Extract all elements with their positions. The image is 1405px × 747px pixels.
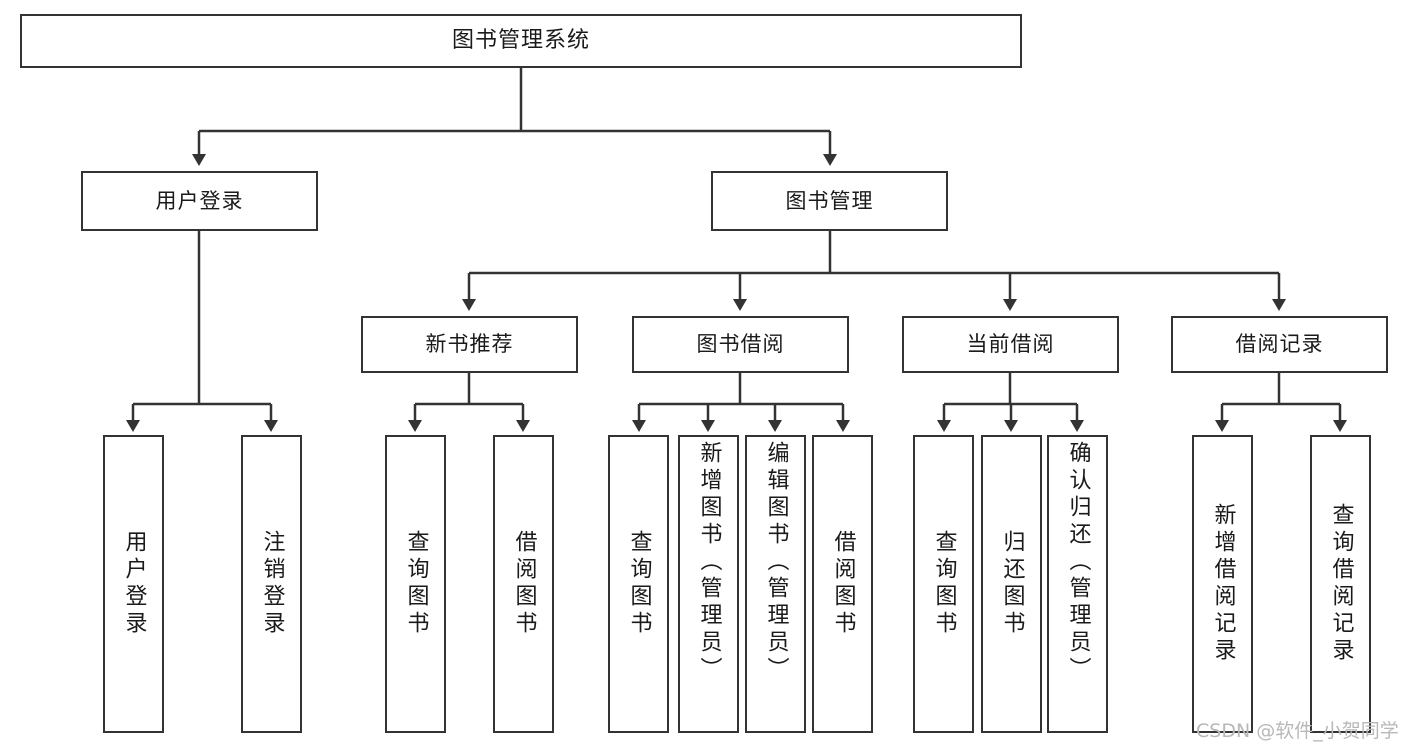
node-current-borrow[interactable]: 当前借阅 [902, 316, 1119, 373]
leaf-borrow-record-query-record[interactable]: 查询借阅记录 [1310, 435, 1371, 733]
leaf-book-borrow-query-book[interactable]: 查询图书 [608, 435, 669, 733]
node-label: 查询图书 [403, 530, 429, 638]
node-new-book-recommend[interactable]: 新书推荐 [361, 316, 578, 373]
node-label: 用户登录 [155, 188, 244, 213]
leaf-current-borrow-query-book[interactable]: 查询图书 [913, 435, 974, 733]
node-label: 编辑图书（管理员） [763, 441, 789, 684]
node-label: 新增借阅记录 [1210, 503, 1236, 665]
node-label: 图书借阅 [696, 332, 785, 357]
node-label: 当前借阅 [966, 332, 1055, 357]
node-label: 图书管理系统 [451, 28, 590, 54]
node-label: 归还图书 [999, 530, 1025, 638]
node-label: 注销登录 [259, 530, 285, 638]
node-root-book-management-system[interactable]: 图书管理系统 [20, 14, 1022, 68]
leaf-book-borrow-add-book-admin[interactable]: 新增图书（管理员） [678, 435, 739, 733]
leaf-user-login-login[interactable]: 用户登录 [103, 435, 164, 733]
node-book-management[interactable]: 图书管理 [711, 171, 948, 231]
node-user-login[interactable]: 用户登录 [81, 171, 318, 231]
node-label: 查询图书 [931, 530, 957, 638]
node-label: 新书推荐 [425, 332, 514, 357]
node-label: 借阅图书 [511, 530, 537, 638]
node-label: 确认归还（管理员） [1065, 441, 1091, 684]
leaf-current-borrow-confirm-return-admin[interactable]: 确认归还（管理员） [1047, 435, 1108, 733]
node-label: 借阅图书 [830, 530, 856, 638]
leaf-new-book-query-book[interactable]: 查询图书 [385, 435, 446, 733]
leaf-user-login-logout[interactable]: 注销登录 [241, 435, 302, 733]
node-book-borrow[interactable]: 图书借阅 [632, 316, 849, 373]
watermark-csdn: CSDN @软件_小贺同学 [1196, 720, 1399, 742]
node-label: 借阅记录 [1235, 332, 1324, 357]
node-label: 新增图书（管理员） [696, 441, 722, 684]
node-label: 用户登录 [121, 530, 147, 638]
leaf-new-book-borrow-book[interactable]: 借阅图书 [493, 435, 554, 733]
leaf-current-borrow-return-book[interactable]: 归还图书 [981, 435, 1042, 733]
leaf-borrow-record-add-record[interactable]: 新增借阅记录 [1192, 435, 1253, 733]
leaf-book-borrow-edit-book-admin[interactable]: 编辑图书（管理员） [745, 435, 806, 733]
node-borrow-record[interactable]: 借阅记录 [1171, 316, 1388, 373]
leaf-book-borrow-borrow-book[interactable]: 借阅图书 [812, 435, 873, 733]
node-label: 查询借阅记录 [1328, 503, 1354, 665]
node-label: 图书管理 [785, 188, 874, 213]
node-label: 查询图书 [626, 530, 652, 638]
